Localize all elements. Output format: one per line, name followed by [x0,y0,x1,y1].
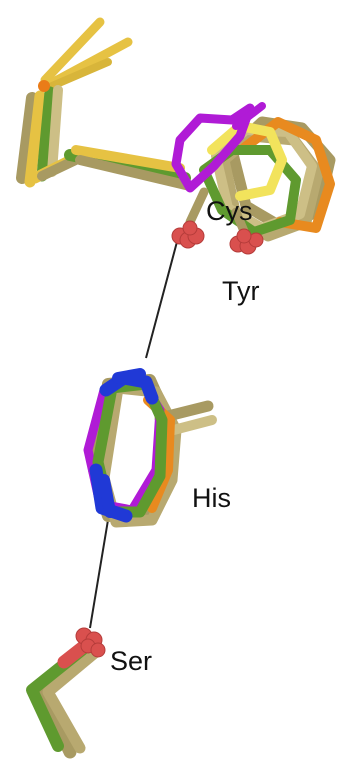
cys-sulfur-atom [38,80,50,92]
cys-stick-tan [52,90,58,172]
hbond-tyr-his [146,238,178,358]
hbond-his-ser [90,520,108,628]
cys-residue [22,22,190,186]
residue-label-cys: Cys [206,198,253,225]
his-nitrogen-top-2 [118,374,140,378]
residue-label-his: His [192,485,231,512]
residue-label-tyr: Tyr [222,278,260,305]
tyr-oxygen-atom [237,229,251,243]
ser-oxygen-atom [91,643,105,657]
ser-residue [32,628,105,752]
tyr-oh-stick-1 [190,192,204,222]
tyr-residue [172,106,330,254]
tyr-oxygen-atom [183,221,197,235]
residue-label-ser: Ser [110,648,152,675]
his-nitrogen-bottom-2 [104,480,110,512]
